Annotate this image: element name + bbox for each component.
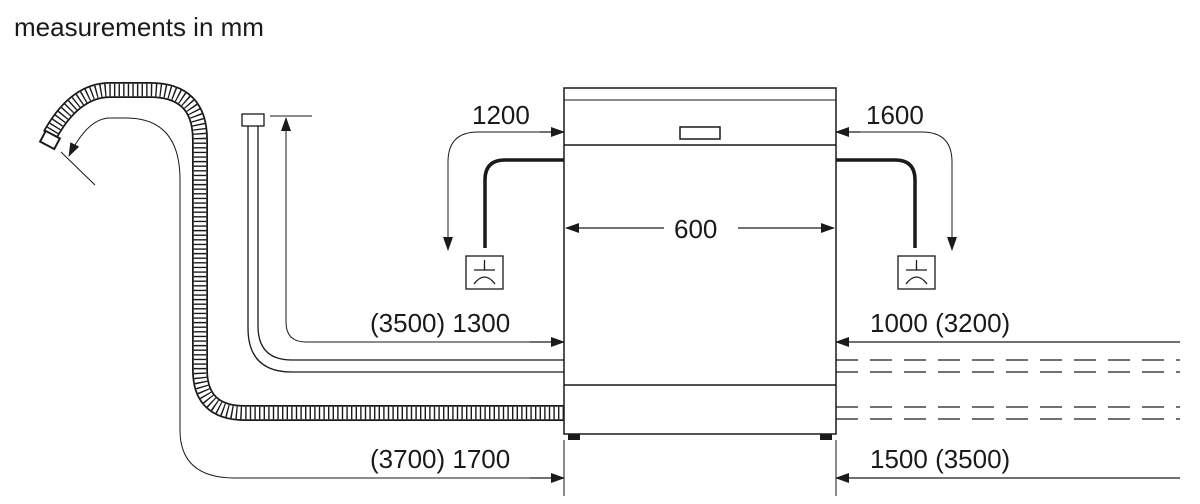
control-panel-display bbox=[679, 126, 721, 140]
drain-hose bbox=[38, 82, 564, 421]
width-label: 600 bbox=[674, 214, 718, 244]
right-power-cable bbox=[835, 127, 957, 251]
right-cable-length-label: 1600 bbox=[866, 100, 924, 130]
left-power-cable bbox=[443, 127, 565, 251]
dishwasher-foot-right bbox=[820, 434, 832, 440]
drain-hose-length-guide bbox=[60, 117, 565, 483]
dishwasher-body bbox=[563, 87, 837, 435]
inlet-hose bbox=[241, 113, 564, 373]
inlet-hose-connector bbox=[241, 113, 265, 127]
left-inlet-hose-length-label: (3500) 1300 bbox=[370, 308, 511, 338]
drain-hose-end bbox=[38, 129, 62, 151]
dishwasher-foot-left bbox=[568, 434, 580, 440]
right-drain-hose-length-label: 1500 (3500) bbox=[870, 444, 1011, 474]
left-cable-length-label: 1200 bbox=[472, 100, 530, 130]
left-power-socket-icon bbox=[465, 255, 504, 290]
right-drain-hose bbox=[835, 406, 1180, 483]
right-inlet-hose bbox=[835, 337, 1180, 373]
left-drain-hose-length-label: (3700) 1700 bbox=[370, 444, 511, 474]
extension-lines bbox=[563, 440, 837, 496]
right-inlet-hose-length-label: 1000 (3200) bbox=[870, 308, 1011, 338]
right-power-socket-icon bbox=[897, 255, 936, 290]
inlet-hose-length-guide bbox=[270, 115, 565, 347]
page-title: measurements in mm bbox=[14, 12, 264, 42]
